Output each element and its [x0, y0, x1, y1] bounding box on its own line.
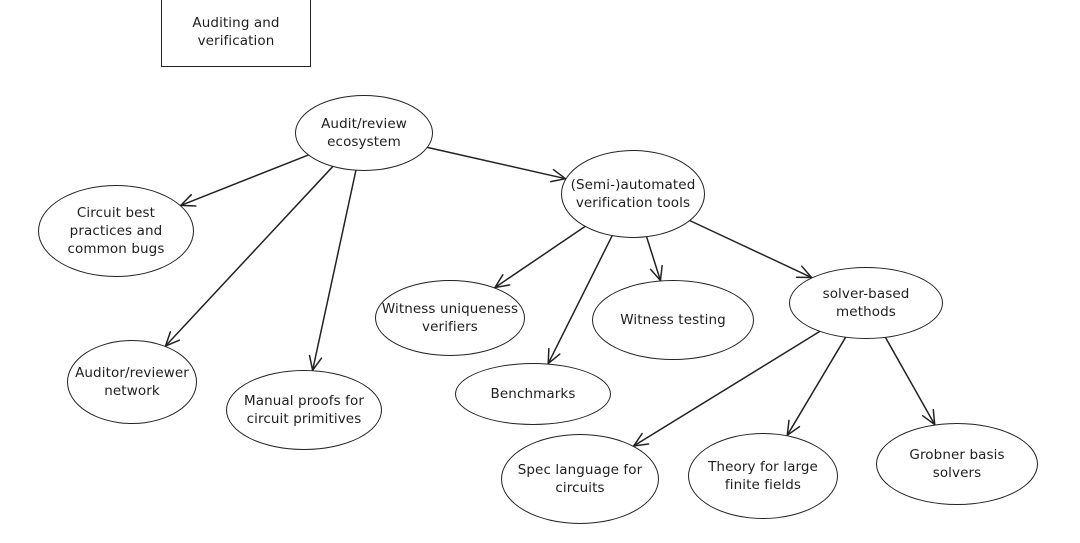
- edge-root-to-manual: [308, 169, 357, 371]
- title-label: Auditing and verification: [192, 15, 280, 49]
- edge-root-to-auditor: [164, 166, 334, 347]
- node-theory-large-finite-fields: Theory for large finite fields: [688, 433, 838, 519]
- node-auditor-reviewer-network: Auditor/reviewer network: [67, 340, 197, 424]
- node-label: Theory for large finite fields: [708, 459, 818, 493]
- node-witness-testing: Witness testing: [592, 280, 754, 360]
- edge-solver-to-grobner: [884, 337, 936, 426]
- node-label: Spec language for circuits: [517, 462, 643, 496]
- arrowhead: [921, 408, 936, 426]
- node-label: Auditor/reviewer network: [75, 365, 189, 399]
- edge-root-to-semi: [427, 146, 567, 183]
- edge-semi-to-witness_testing: [645, 236, 663, 282]
- node-spec-language: Spec language for circuits: [501, 434, 659, 524]
- edge-semi-to-witness_unique: [494, 225, 586, 289]
- node-benchmarks: Benchmarks: [455, 363, 611, 425]
- node-label: solver-based methods: [822, 286, 910, 320]
- edge-root-to-circuit_best: [180, 154, 309, 207]
- title-box: Auditing and verification: [161, 0, 311, 67]
- node-label: Manual proofs for circuit primitives: [243, 393, 365, 427]
- node-label: Benchmarks: [490, 386, 576, 402]
- node-label: Witness testing: [620, 312, 726, 328]
- node-grobner-basis-solvers: Grobner basis solvers: [876, 423, 1038, 505]
- node-witness-uniqueness-verifiers: Witness uniqueness verifiers: [375, 280, 525, 356]
- edge-solver-to-theory: [786, 336, 847, 437]
- node-semi-automated-verification-tools: (Semi-)automated verification tools: [561, 150, 705, 238]
- node-label: Grobner basis solvers: [909, 447, 1005, 481]
- node-audit-review-ecosystem: Audit/review ecosystem: [295, 95, 433, 171]
- node-label: Witness uniqueness verifiers: [381, 301, 519, 335]
- node-label: Audit/review ecosystem: [321, 116, 407, 150]
- node-label: Circuit best practices and common bugs: [67, 205, 165, 257]
- node-circuit-best-practices: Circuit best practices and common bugs: [38, 185, 194, 277]
- node-solver-based-methods: solver-based methods: [789, 267, 943, 339]
- edge-semi-to-solver: [689, 219, 813, 279]
- node-label: (Semi-)automated verification tools: [570, 177, 696, 211]
- node-manual-proofs: Manual proofs for circuit primitives: [226, 370, 382, 450]
